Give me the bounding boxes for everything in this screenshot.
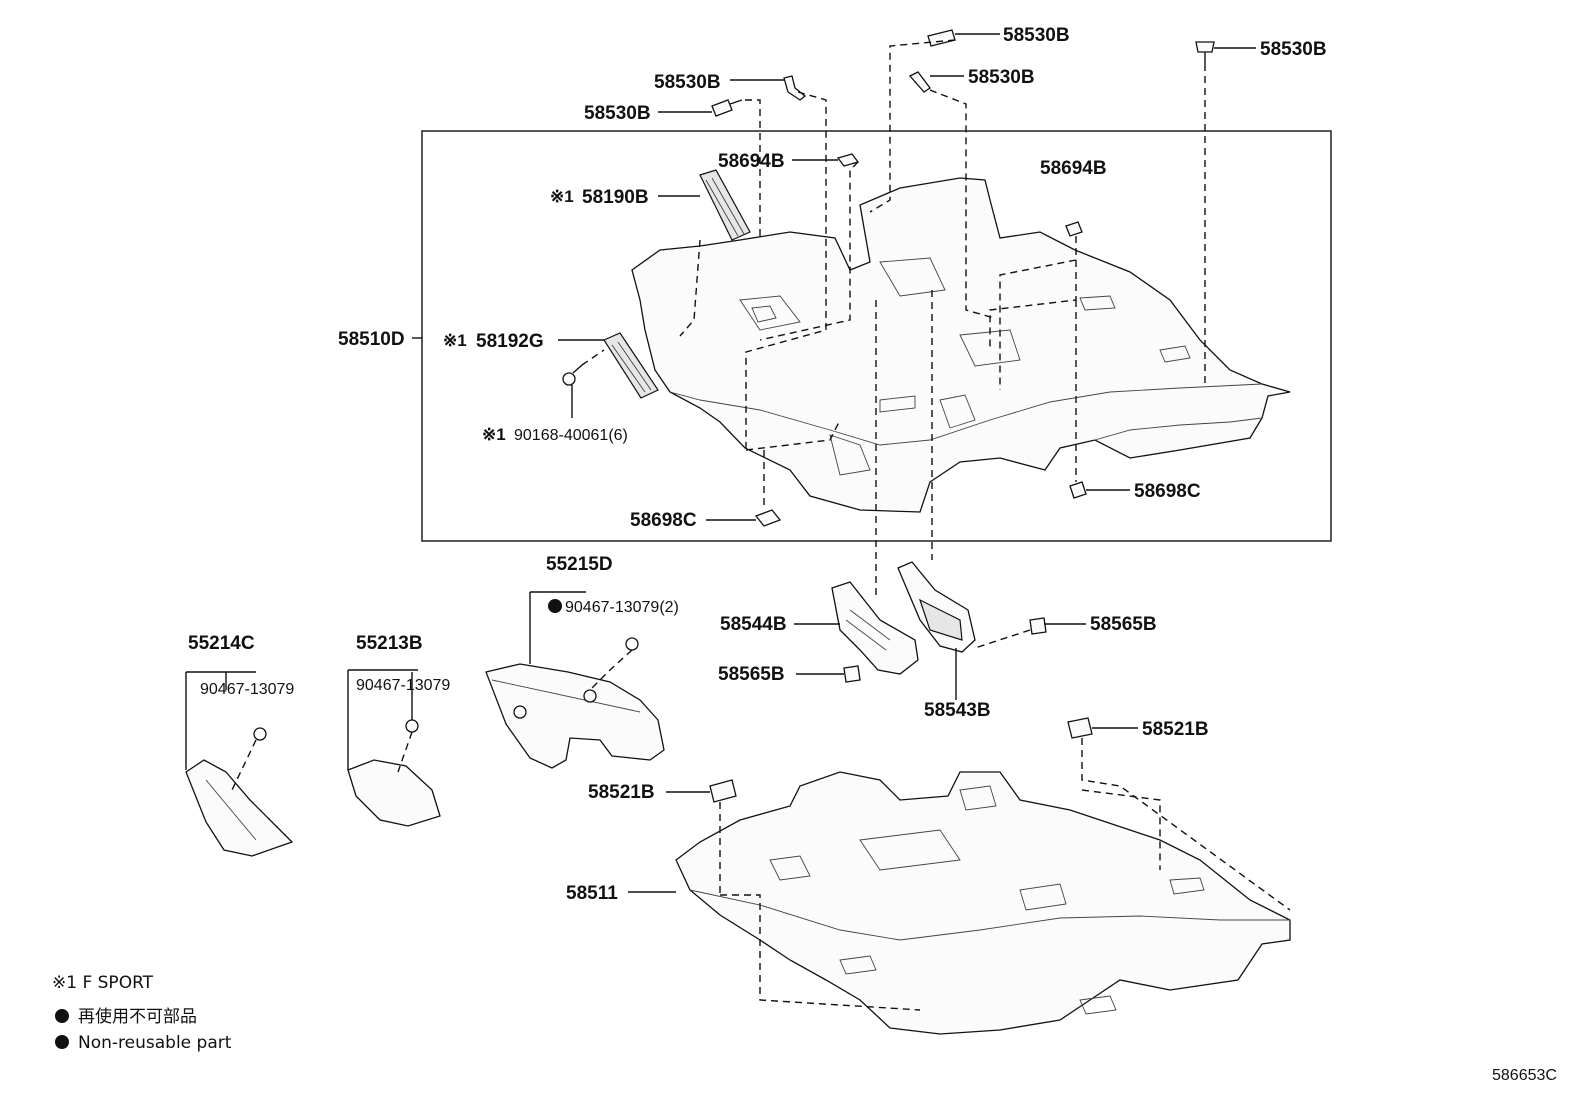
bracket-58543b-part <box>897 561 976 653</box>
clip-58565b-a <box>974 617 1047 649</box>
screw-58530b-d <box>908 71 931 93</box>
legend: ※1 F SPORT 再使用不可部品 Non-reusable part <box>52 973 232 1053</box>
label-55213b: 55213B <box>356 633 423 654</box>
label-55215d: 55215D <box>546 554 613 575</box>
label-58698c-b: 58698C <box>1134 481 1201 502</box>
label-58521b-b: 58521B <box>1142 719 1209 740</box>
clip-58521b-a <box>709 779 737 895</box>
screw-58530b-e <box>1195 41 1215 64</box>
assembly-lines-lower <box>720 789 1161 1011</box>
mark-58190b: ※1 <box>550 187 574 206</box>
legend-jp: 再使用不可部品 <box>78 1006 197 1027</box>
clip-58521b-b <box>1067 717 1291 911</box>
label-58544b: 58544B <box>720 614 787 635</box>
label-55214c: 55214C <box>188 633 255 654</box>
legend-fsport: ※1 F SPORT <box>52 973 154 993</box>
mark-90168: ※1 <box>482 425 506 444</box>
label-90467-2: 90467-13079(2) <box>565 599 679 616</box>
legend-dot-icon <box>55 1009 69 1023</box>
non-reusable-dot-icon <box>548 599 562 613</box>
label-58190b: 58190B <box>582 187 649 208</box>
label-58510d: 58510D <box>338 329 405 350</box>
legend-en: Non-reusable part <box>78 1033 232 1053</box>
label-58694b-b: 58694B <box>1040 158 1107 179</box>
mark-58192g: ※1 <box>443 331 467 350</box>
label-90467-a: 90467-13079 <box>200 681 294 698</box>
label-58511: 58511 <box>566 883 618 904</box>
footrest-part <box>603 332 659 399</box>
legend-dot-icon <box>55 1035 69 1049</box>
label-90467-b: 90467-13079 <box>356 677 450 694</box>
label-90168: 90168-40061(6) <box>514 427 628 444</box>
pedal-plate-part <box>699 169 751 241</box>
label-58543b: 58543B <box>924 700 991 721</box>
label-58530b-e: 58530B <box>1260 39 1327 60</box>
screw-58530b-b <box>783 75 807 101</box>
screw-90168 <box>562 364 583 386</box>
label-58530b-c: 58530B <box>1003 25 1070 46</box>
screw-58530b-a <box>711 99 743 117</box>
assembly-lines-upper <box>581 39 1206 600</box>
cover-55213b-part <box>347 719 441 827</box>
clip-58698c-b <box>1069 481 1087 499</box>
lower-silencer-part <box>675 771 1291 1035</box>
label-58694b-a: 58694B <box>718 151 785 172</box>
label-58565b-a: 58565B <box>1090 614 1157 635</box>
bracket-58544b-part <box>831 581 919 675</box>
label-58530b-a: 58530B <box>584 103 651 124</box>
clip-58565b-b <box>843 665 861 683</box>
label-58192g: 58192G <box>476 331 544 352</box>
clip-58698c-a <box>754 509 782 527</box>
label-58530b-b: 58530B <box>654 72 721 93</box>
cover-55214c-part <box>185 727 294 857</box>
figure-code: 586653C <box>1492 1067 1557 1084</box>
cover-55215d-part <box>485 637 665 769</box>
screw-58530b-c <box>927 29 956 47</box>
part-labels: 58530B 58530B 58530B 58530B 58530B 58694… <box>188 25 1327 904</box>
upper-carpet-part <box>631 177 1291 513</box>
label-58530b-d: 58530B <box>968 67 1035 88</box>
label-58521b-a: 58521B <box>588 782 655 803</box>
label-58698c-a: 58698C <box>630 510 697 531</box>
label-58565b-b: 58565B <box>718 664 785 685</box>
leader-lines <box>185 33 1256 893</box>
clip-58694b-b <box>1065 221 1083 237</box>
